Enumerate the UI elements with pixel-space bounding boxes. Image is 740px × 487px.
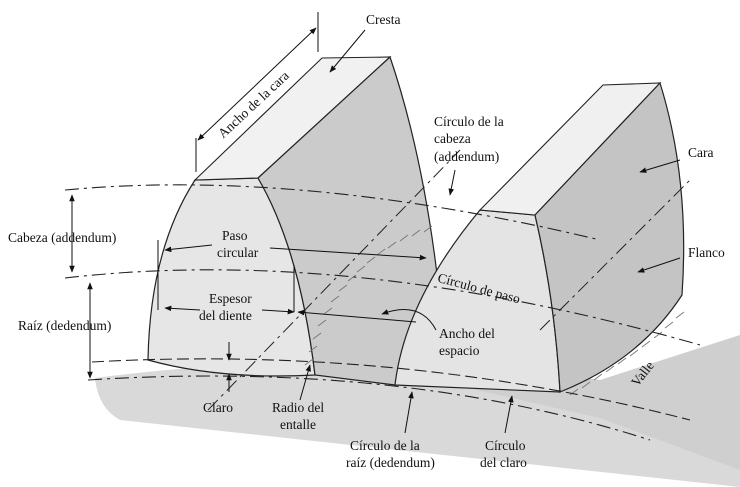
label-radio-1: Radio del <box>272 400 325 415</box>
label-ancho-espacio-1: Ancho del <box>439 326 495 341</box>
label-circulo-cabeza-2: cabeza <box>434 131 471 146</box>
label-paso-circular-1: Paso <box>222 228 248 243</box>
label-circulo-raiz-2: raíz (dedendum) <box>346 455 435 470</box>
label-claro: Claro <box>203 400 233 415</box>
label-espesor-2: del diente <box>199 308 252 323</box>
label-circulo-claro-1: Círculo <box>485 438 526 453</box>
label-ancho-espacio-2: espacio <box>439 343 480 358</box>
dimension-lines <box>69 12 427 392</box>
valley-floor <box>410 335 740 470</box>
label-circulo-claro-2: del claro <box>480 455 527 470</box>
label-radio-2: entalle <box>280 417 316 432</box>
label-circulo-cabeza-1: Círculo de la <box>434 114 504 129</box>
label-espesor-1: Espesor <box>209 291 252 306</box>
right-tooth-flank <box>534 81 685 393</box>
label-circulo-cabeza-3: (addendum) <box>434 149 500 164</box>
root-circle <box>87 375 651 441</box>
pitch-circle <box>64 269 701 346</box>
tooth-centerline-2 <box>539 179 691 331</box>
label-cara: Cara <box>688 145 714 160</box>
label-cabeza: Cabeza (addendum) <box>8 230 117 245</box>
addendum-circle <box>64 184 601 241</box>
clearance-circle <box>91 358 691 421</box>
label-circulo-raiz-1: Círculo de la <box>350 438 420 453</box>
label-flanco: Flanco <box>688 245 725 260</box>
gear-base <box>95 363 740 487</box>
leader-arrows <box>299 29 681 434</box>
label-raiz: Raíz (dedendum) <box>18 318 112 333</box>
tooth-centerline <box>207 149 461 411</box>
fillet-hatching <box>304 225 685 396</box>
label-paso-circular-2: circular <box>217 245 259 260</box>
label-cresta: Cresta <box>366 12 401 27</box>
